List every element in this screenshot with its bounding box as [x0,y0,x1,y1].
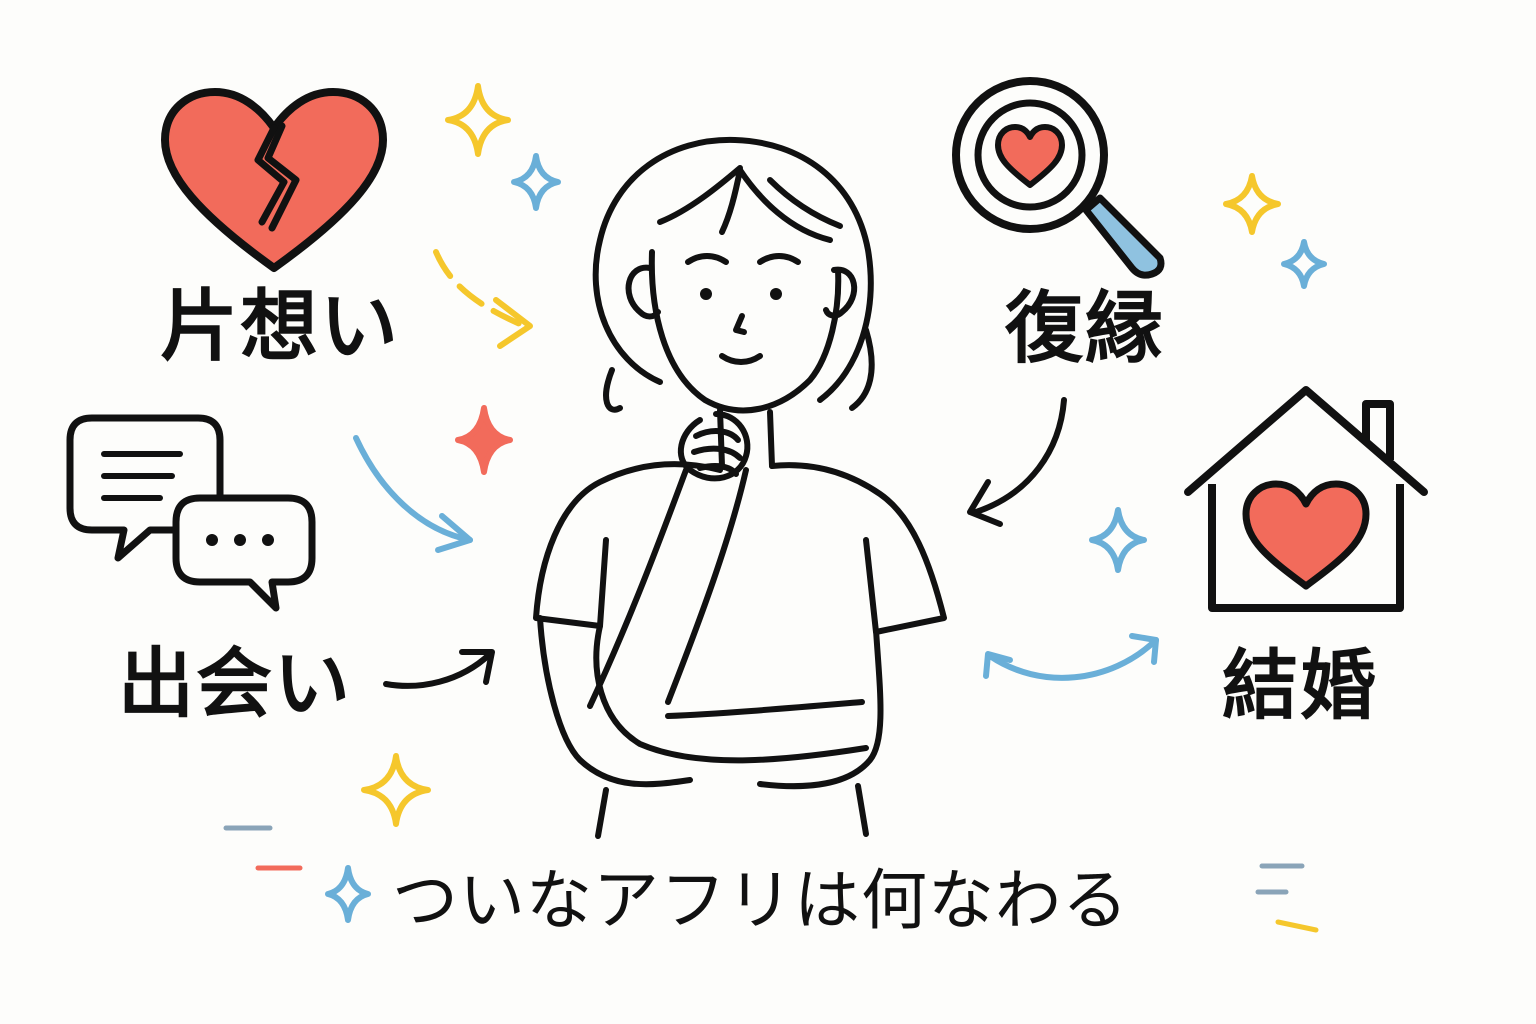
arrow-from-reconciliation [967,397,1067,527]
arrow-marriage-bidirectional [983,633,1159,681]
dash-accents [223,825,1319,933]
sparkle-icon [361,753,431,827]
sparkle-icon [1089,507,1147,573]
sparkle-icons [325,83,1327,923]
arrow-from-chat [353,435,473,553]
caption-text: ついなアフリは何なわる [392,862,1129,939]
broken-heart-icon [161,88,387,272]
sparkle-icon [511,153,561,211]
house-heart-icon [1184,386,1428,612]
label-encounter: 出会い [118,639,352,728]
sparkle-icon [445,83,511,157]
chat-bubbles-icon [66,414,316,612]
label-unrequited-love: 片想い [160,282,401,372]
sparkle-icon [455,405,513,475]
sparkle-icon [1223,173,1281,235]
magnifier-heart-icon [952,77,1165,279]
sparkle-icon [325,865,371,923]
sparkle-icon [1281,239,1327,289]
label-marriage: 結婚 [1222,641,1378,730]
arrow-from-unrequited [433,249,533,349]
label-reconciliation: 復縁 [1005,284,1166,374]
arrow-from-encounter [383,649,495,689]
thinking-woman-figure [533,136,947,839]
